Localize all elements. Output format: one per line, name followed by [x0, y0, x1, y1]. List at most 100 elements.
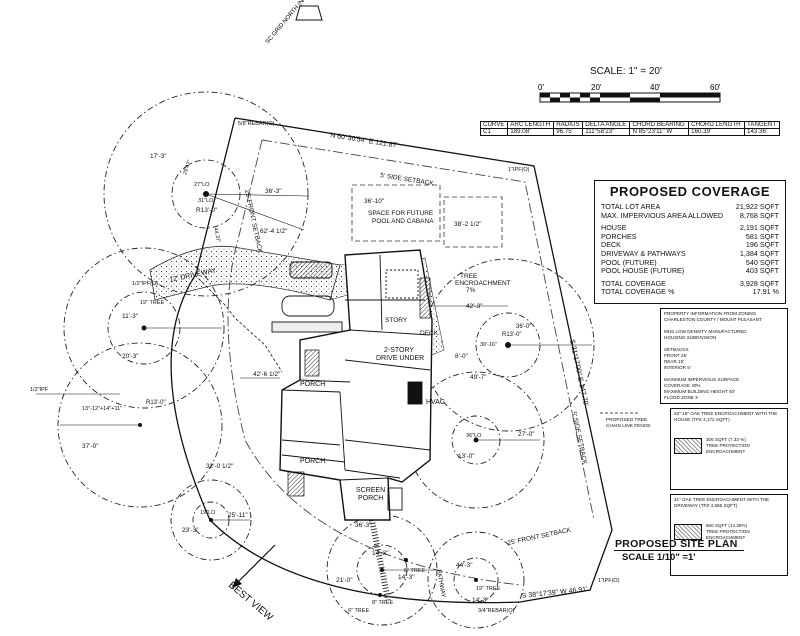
tree-4: 19"LO	[200, 510, 216, 516]
dim-2: R13'-0"	[196, 207, 218, 214]
tree-protection-swatch	[674, 524, 702, 540]
encroachment-box-driveway: 31" OAK TREE ENCROACHMENT WITH THE DRIVE…	[670, 494, 788, 576]
zoning-line: FLOOD ZONE X	[664, 395, 699, 400]
curve-cell: C1	[479, 128, 509, 136]
story-label: STORY	[385, 317, 408, 324]
scale-tick-40: 40'	[650, 83, 661, 92]
curve-table-row: C1 189.08' 96.75' 111°58'23" N 85°23'11"…	[479, 128, 780, 136]
curve-cell: 96.75'	[553, 128, 584, 136]
coverage-value: 21,922 SQFT	[735, 202, 779, 211]
dim-27: 14'-3"	[398, 574, 415, 581]
zoning-line: FRONT 25'	[664, 353, 688, 358]
zoning-line: MAXIMUM IMPERVIOUS SURFACE	[664, 377, 740, 382]
coverage-row: DRIVEWAY & PATHWAYS 1,384 SQFT	[595, 248, 785, 259]
dimension-lines	[36, 193, 592, 571]
ipf-far-left: 1/2"IPF	[30, 387, 49, 393]
tree-5: 36"LO	[466, 433, 482, 439]
coverage-row: POOL (FUTURE) 540 SQFT	[595, 257, 785, 268]
bearing-bottom: S 38°17'39" W 46.91'	[521, 585, 587, 600]
side-setback-right: 5' SIDE SETBACK	[570, 411, 588, 466]
curve-table: CURVE ARC LENGTH RADIUS DELTA ANGLE CHOR…	[479, 121, 780, 136]
tree-2: 31"LO	[198, 198, 214, 204]
curve-cell: 143.36'	[744, 128, 780, 136]
scale-tick-0: 0'	[538, 83, 544, 92]
dim-6: 38'-2 1/2"	[454, 221, 482, 228]
coverage-title: PROPOSED COVERAGE	[609, 184, 771, 199]
curve-cell: 111°58'23"	[582, 128, 631, 136]
coverage-value: 403 SQFT	[745, 266, 779, 276]
setback-lines	[227, 139, 595, 586]
future-pool-area	[351, 184, 503, 248]
dim-15: 11'-3"	[122, 313, 139, 320]
dim-24: 36'-3"	[355, 522, 372, 529]
scale-tick-60: 60'	[710, 83, 721, 92]
coverage-value: 196 SQFT	[745, 240, 779, 250]
dim-19: 13"-12"+14"+11"	[82, 406, 122, 412]
coverage-value: 540 SQFT	[745, 257, 779, 267]
site-plan-title: PROPOSED SITE PLAN	[615, 538, 738, 550]
coverage-row: POOL HOUSE (FUTURE)403 SQFT	[595, 267, 785, 276]
dim-8: 8'-0"	[455, 353, 469, 360]
dim-5: 36'-10"	[364, 198, 385, 205]
dim-29: 14'-3"	[472, 597, 489, 604]
encroachment-house-title: 33"-16" OAK TREE ENCROACHMENT WITH THE H…	[674, 411, 778, 422]
front-setback-bottom: 25' FRONT SETBACK	[507, 527, 572, 547]
tree-1: 27"LO	[194, 182, 210, 188]
coverage-label: DECK	[601, 240, 621, 250]
dim-23: 25'-11"	[228, 512, 248, 519]
pathway-label: PATHWAY	[435, 569, 446, 598]
dim-20: 37'-0"	[82, 443, 99, 450]
curve-cell: N 85°23'11" W	[629, 128, 690, 136]
scale-bar: 0' 20' 40' 60'	[538, 83, 721, 103]
dim-12: 30'-16"	[480, 342, 497, 348]
best-view-label: BEST VIEW	[226, 580, 275, 624]
coverage-label: TOTAL COVERAGE %	[601, 287, 675, 297]
ipf-bottom-left: 3/4"REBAR(O)	[478, 608, 515, 614]
encroachment-box-house: 33"-16" OAK TREE ENCROACHMENT WITH THE H…	[670, 408, 788, 490]
coverage-label: TOTAL LOT AREA	[601, 202, 661, 211]
coverage-value: 581 SQFT	[745, 231, 779, 241]
dim-18: R13'-0"	[146, 400, 166, 406]
coverage-value: 17.91 %	[752, 287, 779, 297]
driveway-vehicles	[271, 261, 343, 333]
house-footprint	[279, 249, 433, 521]
zoning-line: REAR 15'	[664, 359, 685, 364]
coverage-label: DRIVEWAY & PATHWAYS	[601, 248, 686, 258]
site-plan-scale: SCALE 1/10" =1'	[622, 552, 696, 563]
coverage-value: 8,768 SQFT	[739, 210, 779, 220]
scale-tick-20: 20'	[591, 83, 602, 92]
house-interior-walls	[281, 254, 431, 511]
coverage-value: 3,928 SQFT	[739, 278, 779, 288]
tree-7: 6" TREE	[348, 608, 369, 614]
encroachment-driveway-title: 31" OAK TREE ENCROACHMENT WITH THE DRIVE…	[674, 497, 770, 508]
zoning-line: SETBACKS	[664, 347, 689, 352]
dim-7: 42'-3"	[466, 303, 483, 310]
coverage-row: TOTAL COVERAGE % 17.91 %	[595, 288, 785, 297]
zoning-line: CHARLESTON COUNTY / MOUNT PLEASANT	[664, 317, 762, 322]
curve-cell: 160.39'	[688, 128, 745, 136]
porch-lower-label: PORCH	[300, 458, 325, 465]
scale-label: SCALE: 1" = 20'	[590, 66, 662, 77]
dim-4: 62'-4 1/2"	[260, 228, 288, 235]
tree-9: 19" TREE	[476, 586, 500, 592]
dim-9: 49'-7"	[470, 374, 487, 381]
tree-3: 19" TREE	[140, 300, 164, 306]
coverage-row: TOTAL LOT AREA 21,922 SQFT	[595, 202, 785, 212]
dim-10: R13'-0"	[502, 332, 522, 338]
dim-17: 42'-6 1/2"	[253, 371, 281, 378]
coverage-value: 1,384 SQFT	[739, 248, 779, 258]
coverage-value: 2,191 SQFT	[739, 223, 779, 233]
coverage-label: POOL (FUTURE)	[601, 257, 657, 267]
best-view-arrow	[232, 544, 276, 588]
fence-line	[194, 274, 283, 373]
deck-label: DECK	[420, 330, 439, 337]
